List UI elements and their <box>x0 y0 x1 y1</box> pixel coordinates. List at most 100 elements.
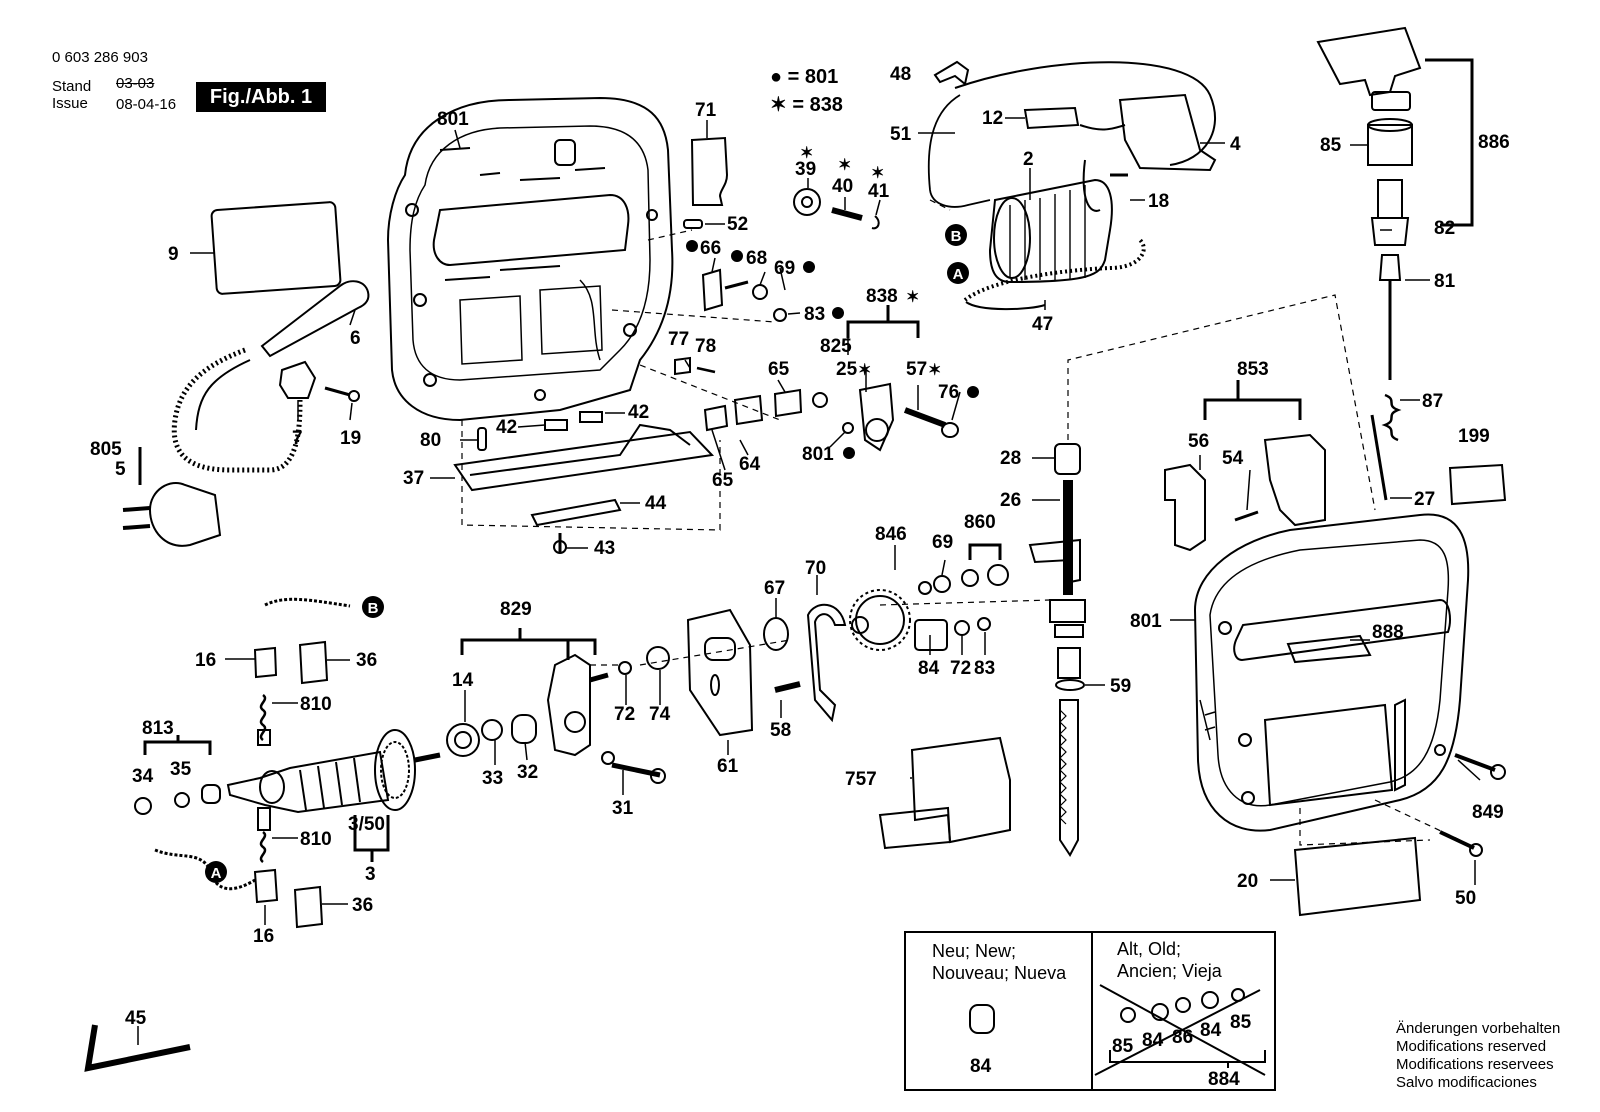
part-label: 40 <box>832 176 853 197</box>
part-label: 4 <box>1230 134 1241 155</box>
part-61-plate <box>686 608 754 737</box>
part-label: 61 <box>717 756 739 777</box>
part-label: 51 <box>890 124 912 145</box>
part-846-gear <box>855 595 905 645</box>
connector-B-top: B <box>945 224 967 246</box>
old-part-label: 85 <box>1230 1012 1252 1033</box>
star-mark: ✶ <box>838 157 851 174</box>
part-label: 3 <box>365 864 376 885</box>
part-label: 83 <box>804 304 825 325</box>
part-label: 65 <box>768 359 790 380</box>
part-886-knob <box>1316 26 1422 97</box>
modification-notes: Änderungen vorbehalten Modifications res… <box>1396 1020 1560 1092</box>
part-label: 76 <box>938 382 959 403</box>
part-label: 39 <box>795 159 816 180</box>
connector-B-bottom: B <box>362 596 384 618</box>
part-label: 31 <box>612 798 634 819</box>
part-label: 34 <box>132 766 154 787</box>
part-4-switch <box>1118 93 1217 172</box>
part-label: 58 <box>770 720 791 741</box>
part-label: 2 <box>1023 149 1034 170</box>
part-label: 849 <box>1472 802 1504 823</box>
part-label: 16 <box>253 926 274 947</box>
part-39-roller <box>793 188 821 216</box>
part-label: 33 <box>482 768 503 789</box>
part-label: 18 <box>1148 191 1169 212</box>
part-label: 83 <box>974 658 995 679</box>
part-label: 801 <box>802 444 834 465</box>
part-label: 829 <box>500 599 532 620</box>
part-blade <box>1059 699 1079 857</box>
part-label: 64 <box>739 454 761 475</box>
part-9-plate <box>210 201 342 295</box>
part-label: 810 <box>300 829 332 850</box>
part-label: 43 <box>594 538 615 559</box>
part-label: 757 <box>845 769 877 790</box>
star-mark: ✶ <box>871 165 884 182</box>
part-label: 35 <box>170 759 192 780</box>
part-label: 69 <box>932 532 953 553</box>
part-label: 805 <box>90 439 122 460</box>
part-label: 25 <box>836 359 858 380</box>
part-849-screw <box>1454 753 1496 772</box>
part-label: 9 <box>168 244 179 265</box>
part-label: 50 <box>1455 888 1476 909</box>
legend-838: ✶ = 838 <box>770 92 843 117</box>
part-label: 19 <box>340 428 361 449</box>
legend-dot-symbol: ● <box>770 66 783 88</box>
note-line: Modifications reserved <box>1396 1038 1547 1055</box>
note-line: Änderungen vorbehalten <box>1396 1020 1561 1037</box>
old-part-label: 85 <box>1112 1036 1134 1057</box>
part-label: 67 <box>764 578 785 599</box>
star-mark: ✶ <box>800 145 813 162</box>
part-label: 838 <box>866 286 898 307</box>
part-label: 860 <box>964 512 996 533</box>
part-label: 886 <box>1478 132 1510 153</box>
new-part-label: 84 <box>970 1056 992 1077</box>
part-label: 6 <box>350 328 361 349</box>
part-label: 37 <box>403 468 424 489</box>
part-28 <box>1054 443 1081 475</box>
old-caption-line: Alt, Old; <box>1117 939 1182 959</box>
legend-838-text: = 838 <box>792 94 843 116</box>
part-label: 28 <box>1000 448 1021 469</box>
part-14-bearing <box>446 723 480 757</box>
part-label: 54 <box>1222 448 1244 469</box>
part-label: 16 <box>195 650 216 671</box>
part-2-field <box>988 178 1113 284</box>
new-caption-line: Nouveau; Nueva <box>932 963 1067 983</box>
housing-right-half <box>1193 513 1470 832</box>
figure-badge: Fig./Abb. 1 <box>196 82 326 112</box>
new-old-box <box>904 931 1276 1091</box>
part-label: 66 <box>700 238 721 259</box>
part-51-cable <box>927 94 991 208</box>
part-label: 82 <box>1434 218 1455 239</box>
part-label: 72 <box>614 704 635 725</box>
new-caption: Neu; New; Nouveau; Nueva <box>932 940 1066 984</box>
housing-left-half <box>386 96 674 422</box>
part-label: 7 <box>292 428 303 449</box>
part-label: 45 <box>125 1008 147 1029</box>
part-label: 888 <box>1372 622 1404 643</box>
part-label: 80 <box>420 430 441 451</box>
svg-text:A: A <box>953 266 964 283</box>
part-label: 810 <box>300 694 332 715</box>
part-label: 59 <box>1110 676 1131 697</box>
part-label: 47 <box>1032 314 1053 335</box>
part-label: 825 <box>820 336 852 357</box>
part-48 <box>933 60 970 86</box>
old-part-label: 84 <box>1142 1030 1164 1051</box>
part-label: 3/50 <box>348 814 385 835</box>
old-part-label: 86 <box>1172 1027 1193 1048</box>
star-mark: ✶ <box>906 289 919 306</box>
part-71 <box>690 136 729 206</box>
part-label: 72 <box>950 658 971 679</box>
part-20-plate <box>1293 836 1422 917</box>
star-mark: ✶ <box>928 362 941 379</box>
part-54 <box>1234 510 1259 522</box>
part-829-bracket <box>546 653 591 757</box>
svg-text:A: A <box>211 865 222 882</box>
part-label: 78 <box>695 336 716 357</box>
legend-star-symbol: ✶ <box>770 94 787 116</box>
part-199-plate <box>1448 463 1507 506</box>
